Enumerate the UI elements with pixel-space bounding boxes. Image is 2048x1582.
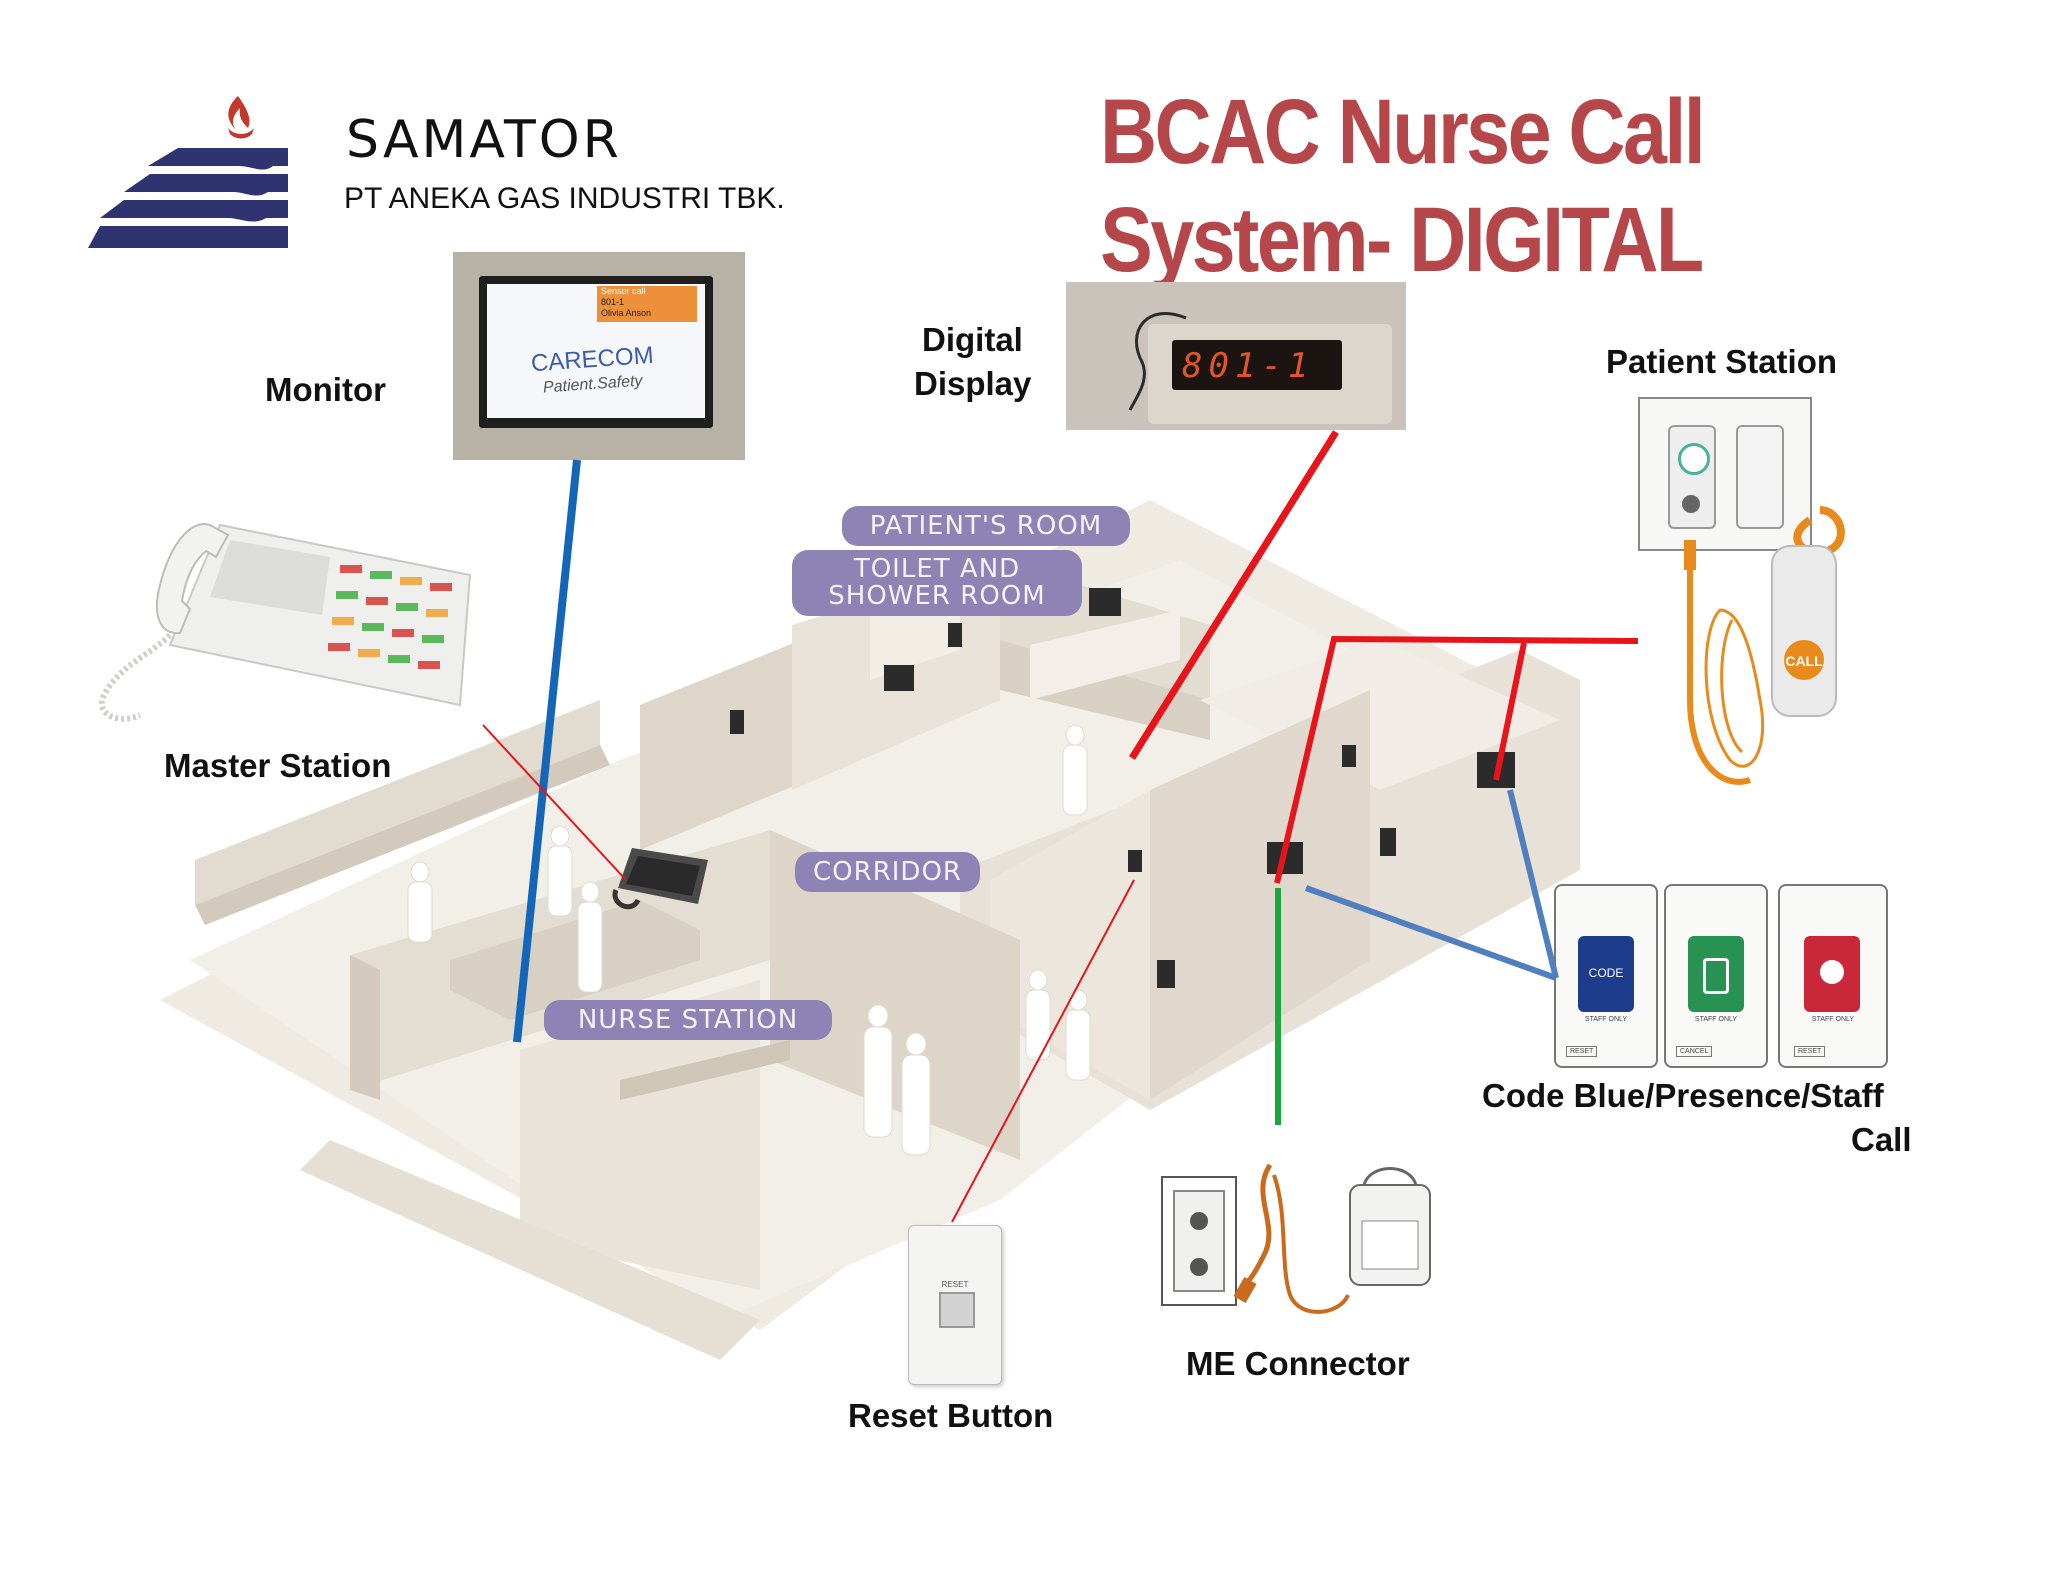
code-blue-plate: CODE STAFF ONLY RESET [1554, 884, 1658, 1068]
label-monitor: Monitor [265, 371, 386, 408]
label-master-station: Master Station [164, 747, 392, 784]
nurse-icon [1820, 960, 1844, 984]
room-label-toilet-line-1: TOILET AND [853, 554, 1021, 584]
label-code-blue-2: Call [1851, 1121, 1912, 1158]
reset-key-icon [1678, 443, 1710, 475]
digital-display-panel: 801-1 [1172, 340, 1342, 390]
master-station-device [98, 523, 472, 722]
display-connector-line [1129, 430, 1339, 760]
master-station-keys [328, 565, 452, 669]
company-subtitle: PT ANEKA GAS INDUSTRI TBK. [344, 182, 785, 215]
room-label-corridor: CORRIDOR [795, 852, 980, 892]
code-blue-key: CODE [1578, 936, 1634, 1012]
room-label-patients-room: PATIENT'S ROOM [842, 506, 1130, 546]
room-label-toilet-line-2: SHOWER ROOM [828, 581, 1046, 611]
title-line-2: System- DIGITAL [1100, 189, 1704, 291]
samator-logo [88, 96, 288, 248]
patient-station-plate [1638, 397, 1812, 551]
label-code-blue-1: Code Blue/Presence/Staff [1482, 1077, 1884, 1114]
label-me-connector: ME Connector [1186, 1345, 1410, 1382]
code-blue-connector-line-1 [1304, 885, 1558, 981]
patient-call-handset: CALL [1684, 506, 1845, 785]
room-label-nurse-station-text: NURSE STATION [577, 1005, 799, 1035]
label-digital-display-1: Digital [922, 321, 1023, 358]
code-blue-reset: RESET [1566, 1046, 1598, 1057]
staff-call-reset: RESET [1794, 1046, 1826, 1057]
title-line-1: BCAC Nurse Call [1100, 81, 1706, 183]
label-digital-display-2: Display [914, 365, 1032, 402]
monitor-alert-text: Sensor call [601, 286, 646, 296]
code-blue-staff-only: STAFF ONLY [1584, 1016, 1628, 1023]
code-blue-connector-line-2 [1507, 789, 1559, 979]
handset-icon [155, 523, 230, 635]
patient-station-module-2 [1736, 425, 1784, 529]
reset-button-key-label: RESET [941, 1280, 969, 1289]
monitor-patient: Olivia Anson [601, 308, 652, 318]
call-button-icon [1784, 640, 1824, 680]
monitor-screen: Sensor call 801-1 Olivia Anson CARECOM P… [479, 276, 713, 428]
room-label-nurse-station: NURSE STATION [544, 1000, 832, 1040]
staff-call-staff-only: STAFF ONLY [1811, 1016, 1855, 1023]
reset-button-device: RESET [908, 1225, 1002, 1385]
digital-display-readout: 801-1 [1182, 346, 1315, 386]
reset-button-key [939, 1292, 975, 1328]
room-label-corridor-text: CORRIDOR [813, 857, 962, 887]
presence-staff-only: STAFF ONLY [1694, 1016, 1738, 1023]
presence-cancel: CANCEL [1676, 1046, 1713, 1057]
code-blue-key-label: CODE [1588, 966, 1624, 980]
presence-key [1688, 936, 1744, 1012]
room-label-patients-room-text: PATIENT'S ROOM [869, 511, 1103, 541]
display-cable [1128, 312, 1187, 411]
staff-call-key [1804, 936, 1860, 1012]
staff-call-plate: STAFF ONLY RESET [1778, 884, 1888, 1068]
call-button-label: CALL [1785, 653, 1823, 669]
digital-display-device: 801-1 [1148, 324, 1392, 424]
master-station-connector-line [482, 724, 627, 881]
label-patient-station: Patient Station [1606, 343, 1838, 380]
reset-button-connector-line [951, 879, 1135, 1223]
digital-display-photo: 801-1 [1066, 282, 1406, 430]
handset-cord [98, 632, 173, 722]
company-name: SAMATOR [346, 110, 622, 170]
flame-icon [228, 96, 250, 130]
patient-station-connector-line [1274, 635, 1639, 884]
me-connector-device [1161, 1163, 1431, 1314]
monitor-screen-content: Sensor call 801-1 Olivia Anson CARECOM P… [487, 284, 705, 418]
presence-plate: STAFF ONLY CANCEL [1664, 884, 1768, 1068]
monitor-room: 801-1 [601, 297, 625, 307]
monitor-alert: Sensor call 801-1 Olivia Anson [597, 286, 697, 322]
patient-station-module-1 [1668, 425, 1716, 529]
socket-icon [1682, 495, 1700, 513]
desk-master-station-icon [612, 848, 708, 910]
patient-station-branch-line [1493, 642, 1527, 781]
label-reset-button: Reset Button [848, 1397, 1054, 1434]
presence-person-icon [1703, 958, 1729, 994]
room-label-toilet: TOILET AND SHOWER ROOM [792, 550, 1082, 616]
monitor-connector-line [513, 459, 581, 1043]
people-silhouettes [407, 724, 1091, 1156]
monitor-photo: Sensor call 801-1 Olivia Anson CARECOM P… [453, 252, 745, 460]
